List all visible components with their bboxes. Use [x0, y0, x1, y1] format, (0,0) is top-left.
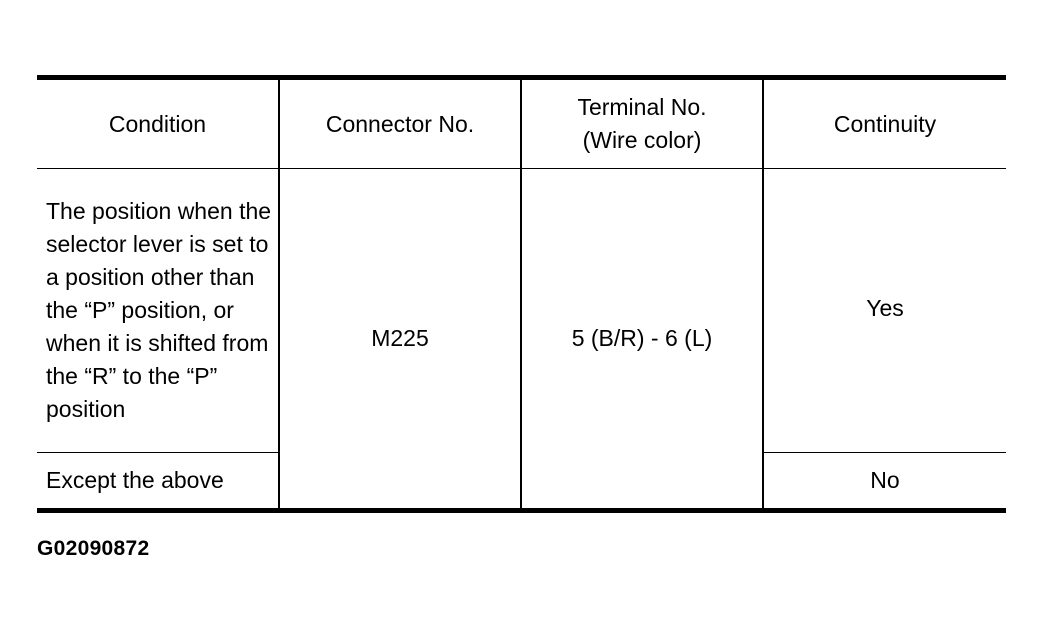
header-terminal-no: Terminal No. (Wire color)	[521, 77, 764, 169]
header-terminal-line1: Terminal No.	[577, 94, 707, 120]
connector-no-cell: M225	[279, 168, 522, 511]
table-header: Condition Connector No. Terminal No. (Wi…	[37, 77, 1006, 169]
table-row: Except the above No	[37, 452, 1006, 511]
table-row: The position when the selector lever is …	[37, 168, 1006, 511]
continuity-cell: Yes	[763, 168, 1006, 453]
figure-id: G02090872	[37, 537, 150, 560]
header-connector-no: Connector No.	[279, 77, 522, 169]
continuity-inspection-figure: Condition Connector No. Terminal No. (Wi…	[37, 75, 1006, 513]
terminal-no-cell: 5 (B/R) - 6 (L)	[521, 168, 764, 511]
condition-cell: Except the above	[37, 452, 280, 511]
table-body: The position when the selector lever is …	[37, 168, 1006, 511]
header-row: Condition Connector No. Terminal No. (Wi…	[37, 77, 1006, 169]
condition-cell: The position when the selector lever is …	[37, 168, 280, 453]
continuity-cell: No	[870, 467, 900, 493]
header-terminal-line2: (Wire color)	[582, 127, 702, 153]
header-condition: Condition	[37, 77, 280, 169]
continuity-table: Condition Connector No. Terminal No. (Wi…	[37, 75, 1006, 513]
header-continuity: Continuity	[763, 77, 1006, 169]
